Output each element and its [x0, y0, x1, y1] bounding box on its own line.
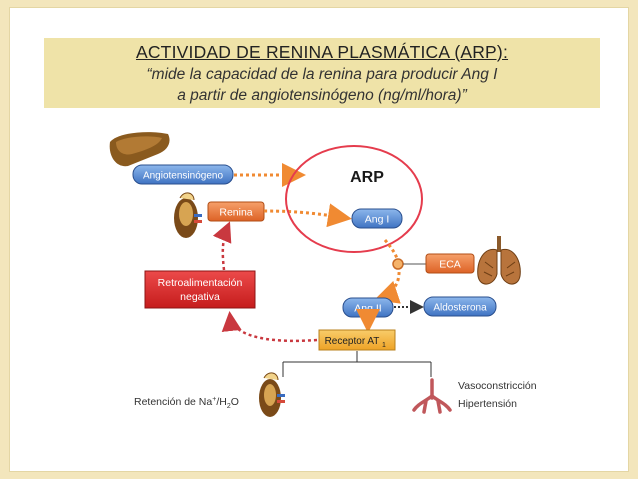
- slide-title: ACTIVIDAD DE RENINA PLASMÁTICA (ARP):: [135, 42, 509, 62]
- eca-node: ECA: [425, 253, 475, 274]
- retention-label: Retención de Na+/H2O: [134, 396, 239, 410]
- receptor-label: Receptor AT: [325, 336, 380, 347]
- renin-node: Renina: [207, 201, 265, 222]
- kidney-icon: [174, 192, 202, 238]
- angiotensinogen-label: Angiotensinógeno: [143, 171, 224, 182]
- hypertension-label: Hipertensión: [458, 398, 517, 410]
- kidney-icon-bottom: [259, 372, 285, 417]
- lungs-icon: [477, 236, 521, 285]
- blood-vessel-icon: [412, 378, 452, 414]
- definition-line-1: “mide la capacidad de la renina para pro…: [146, 66, 498, 83]
- arp-circle: [285, 145, 423, 253]
- ang1-node: Ang I: [351, 208, 403, 229]
- arrow-receptor-to-feedback: [221, 311, 318, 343]
- title-box: ACTIVIDAD DE RENINA PLASMÁTICA (ARP): “m…: [44, 38, 600, 108]
- aldosterone-node: Aldosterona: [423, 296, 497, 317]
- ang2-node: Ang II: [342, 297, 394, 318]
- liver-icon: [109, 132, 170, 167]
- negative-feedback-node: Retroalimentación negativa: [144, 270, 256, 309]
- arp-label: ARP: [350, 169, 384, 186]
- eca-label: ECA: [439, 259, 461, 271]
- eca-junction: [392, 258, 404, 270]
- feedback-label-2: negativa: [180, 291, 220, 303]
- ang2-label: Ang II: [354, 303, 381, 315]
- renin-label: Renina: [219, 207, 252, 219]
- vasoconstriction-label: Vasoconstricción: [458, 380, 537, 392]
- receptor-node: Receptor AT 1: [318, 329, 396, 351]
- arrow-renin-to-ang1: [263, 203, 352, 228]
- receptor-subscript: 1: [382, 342, 386, 349]
- receptor-branch-lines: [282, 351, 432, 377]
- arrow-ang1-to-ang2: [374, 239, 401, 304]
- definition-line-2: a partir de angiotensinógeno (ng/ml/hora…: [177, 87, 467, 104]
- arrow-feedback-to-renin: [212, 221, 232, 271]
- ang1-label: Ang I: [365, 214, 390, 226]
- angiotensinogen-node: Angiotensinógeno: [132, 164, 234, 185]
- aldosterone-label: Aldosterona: [433, 303, 487, 314]
- feedback-label-1: Retroalimentación: [158, 277, 243, 289]
